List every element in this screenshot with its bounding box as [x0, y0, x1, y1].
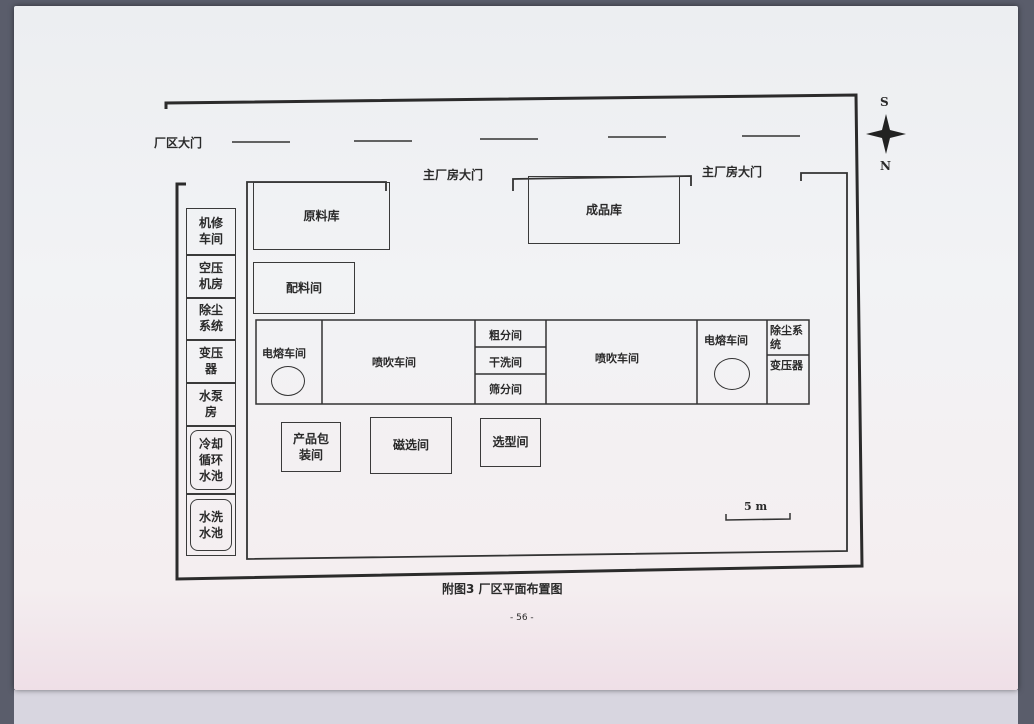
dust-removal-room-2-label: 除尘系统 [770, 324, 803, 352]
transformer-room-2-label: 变压器 [770, 359, 803, 372]
document-page: 厂区大门 主厂房大门 主厂房大门 S N 5 m 附图3 厂区平面布置图 - 5… [14, 6, 1018, 690]
dry-wash-room-label: 干洗间 [489, 356, 522, 369]
arc-furnace-room-2-label: 电熔车间 [704, 334, 748, 347]
shaping-room: 选型间 [480, 418, 541, 467]
main-gate-label-2: 主厂房大门 [702, 165, 763, 179]
figure-caption: 附图3 厂区平面布置图 [442, 582, 563, 596]
transformer-room-1: 变压器 [186, 340, 236, 383]
wash-pool-cell: 水洗水池 [186, 494, 236, 556]
page-number: - 56 - [510, 613, 534, 623]
factory-gate-label: 厂区大门 [154, 136, 203, 150]
wash-water-pool: 水洗水池 [190, 499, 232, 551]
spray-room-1-label: 喷吹车间 [372, 356, 416, 369]
page-bottom-edge [14, 690, 1018, 724]
raw-material-store: 原料库 [253, 182, 390, 250]
air-compressor-room: 空压机房 [186, 255, 236, 298]
coarse-sort-room-label: 粗分间 [489, 329, 522, 342]
arc-furnace-room-1-label: 电熔车间 [262, 347, 306, 360]
spray-room-2-label: 喷吹车间 [595, 352, 639, 365]
furnace-circle-icon-1 [271, 366, 305, 396]
compass-south-label: S [880, 95, 889, 109]
product-store: 成品库 [528, 176, 680, 244]
sieving-room-label: 筛分间 [489, 383, 522, 396]
scale-label: 5 m [744, 500, 768, 513]
cooling-pool-cell: 冷却循环水池 [186, 426, 236, 494]
compass-north-label: N [880, 159, 891, 173]
machine-repair-room: 机修车间 [186, 208, 236, 255]
dust-removal-room-1: 除尘系统 [186, 298, 236, 340]
pump-room: 水泵房 [186, 383, 236, 426]
packing-room: 产品包装间 [281, 422, 341, 472]
main-gate-label-1: 主厂房大门 [423, 168, 484, 182]
magnetic-separation-room: 磁选间 [370, 417, 452, 474]
batching-room: 配料间 [253, 262, 355, 314]
furnace-circle-icon-2 [714, 358, 750, 390]
cooling-water-pool: 冷却循环水池 [190, 430, 232, 490]
compass-icon [866, 114, 906, 154]
